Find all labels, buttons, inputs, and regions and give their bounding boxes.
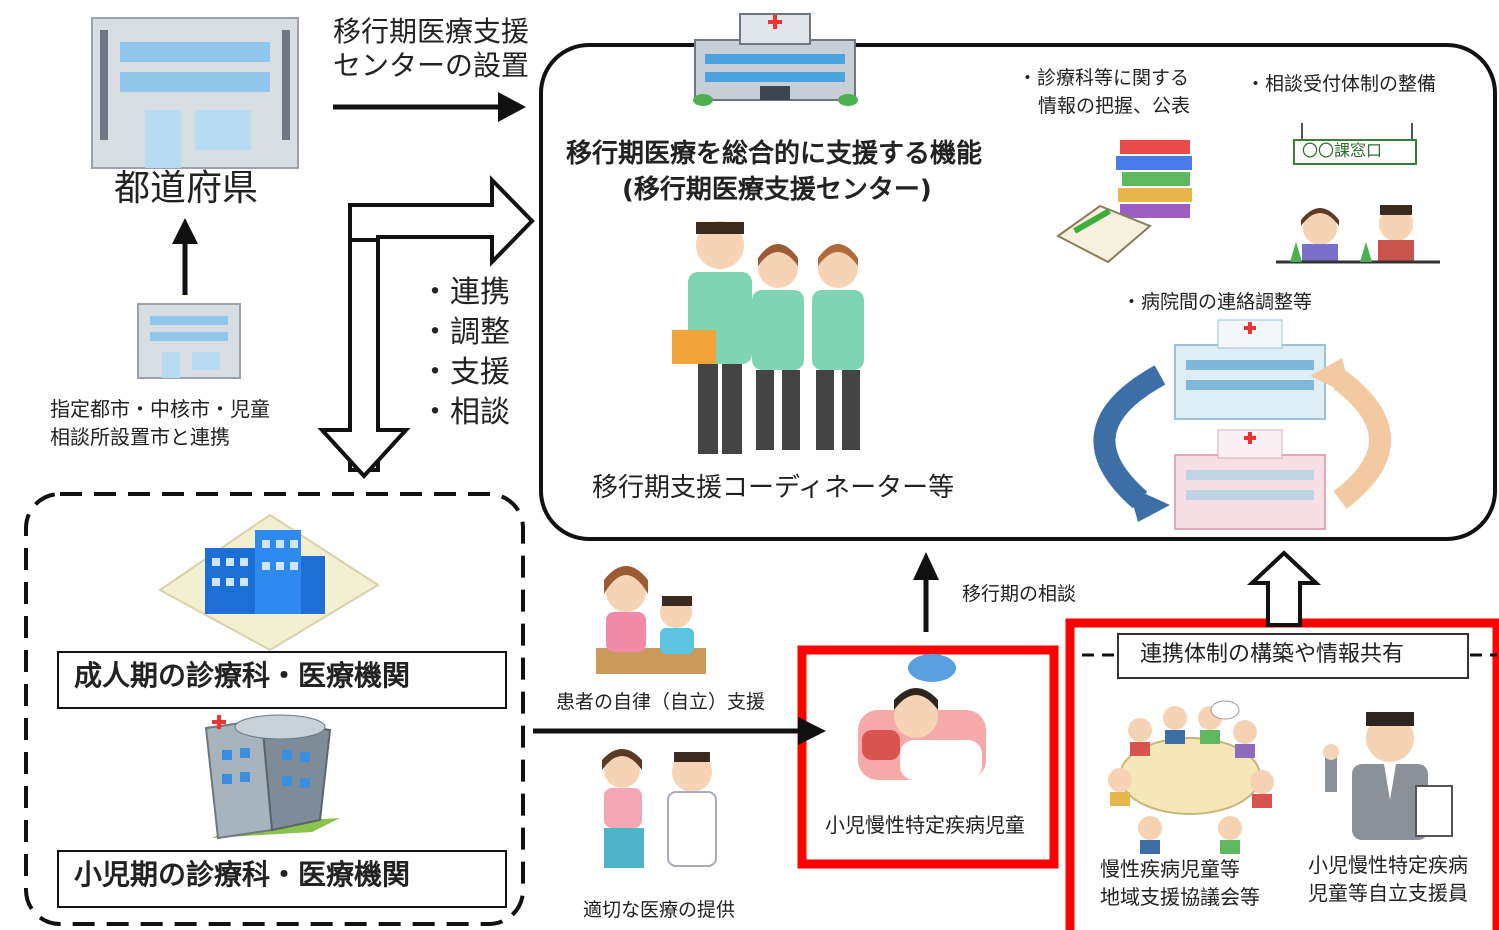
patient-label: 小児慢性特定疾病児童 bbox=[825, 813, 1025, 837]
council-line2: 地域支援協議会等 bbox=[1100, 885, 1260, 909]
action-support: ・支援 bbox=[420, 355, 510, 390]
adult-institution-label: 成人期の診療科・医療機関 bbox=[74, 659, 411, 692]
outline-arrow-to-institutions bbox=[317, 238, 411, 479]
city-building-icon bbox=[137, 303, 241, 379]
network-header: 連携体制の構築や情報共有 bbox=[1140, 642, 1405, 667]
support-center-box bbox=[539, 43, 1497, 541]
adult-label-box bbox=[57, 651, 507, 709]
child-label-box bbox=[57, 850, 507, 908]
autonomy-support-label: 患者の自律（自立）支援 bbox=[556, 691, 766, 713]
institutions-dashed-box bbox=[24, 492, 525, 926]
care-arrow bbox=[533, 717, 826, 745]
prefecture-label: 都道府県 bbox=[114, 168, 259, 209]
action-coordination: ・調整 bbox=[420, 315, 510, 350]
coordinators-illustration bbox=[672, 221, 864, 454]
func-consult: ・相談受付体制の整備 bbox=[1246, 73, 1437, 95]
care-label: 適切な医療の提供 bbox=[583, 899, 736, 921]
adult-hospital-illustration bbox=[158, 513, 380, 652]
center-title-line1: 移行期医療を総合的に支援する機能 bbox=[566, 139, 983, 169]
child-hospital-illustration bbox=[204, 714, 340, 840]
network-up-arrow bbox=[1246, 550, 1322, 627]
mother-child-illustration bbox=[596, 566, 706, 674]
designated-line2: 相談所設置市と連携 bbox=[50, 425, 230, 449]
support-staff-illustration bbox=[1323, 712, 1453, 840]
books-illustration bbox=[1056, 140, 1192, 264]
designated-line1: 指定都市・中核市・児童 bbox=[50, 397, 270, 421]
func-liaison: ・病院間の連絡調整等 bbox=[1122, 291, 1313, 313]
staff-line2: 児童等自立支援員 bbox=[1308, 881, 1468, 905]
child-institution-label: 小児期の診療科・医療機関 bbox=[74, 858, 411, 891]
consultation-window-illustration bbox=[1276, 123, 1440, 264]
sick-child-illustration bbox=[858, 654, 986, 780]
func-info-line1: ・診療科等に関する bbox=[1018, 67, 1190, 89]
window-sign: 〇〇課窓口 bbox=[1302, 141, 1383, 160]
action-liaison: ・連携 bbox=[420, 275, 510, 310]
establish-label-line2: センターの設置 bbox=[333, 49, 530, 82]
action-consultation: ・相談 bbox=[420, 395, 510, 430]
func-info-line2: 情報の把握、公表 bbox=[1038, 95, 1191, 117]
network-header-box bbox=[1117, 633, 1469, 679]
prefecture-building-icon bbox=[91, 17, 299, 169]
consult-arrow bbox=[913, 552, 939, 632]
staff-line1: 小児慢性特定疾病 bbox=[1308, 853, 1468, 877]
center-title-line2: (移行期医療支援センター) bbox=[622, 175, 932, 205]
establish-arrow bbox=[333, 92, 526, 122]
up-arrow-prefecture bbox=[172, 218, 198, 295]
hospital-cycle-illustration bbox=[1093, 319, 1391, 530]
council-line1: 慢性疾病児童等 bbox=[1100, 857, 1240, 881]
doctor-patient-illustration bbox=[602, 749, 717, 868]
coordinator-label: 移行期支援コーディネーター等 bbox=[592, 473, 955, 503]
establish-label-line1: 移行期医療支援 bbox=[333, 15, 530, 48]
transition-consult-label: 移行期の相談 bbox=[962, 583, 1077, 605]
council-meeting-illustration bbox=[1108, 700, 1274, 854]
hospital-icon bbox=[693, 13, 858, 106]
patient-highlight bbox=[797, 645, 1059, 869]
